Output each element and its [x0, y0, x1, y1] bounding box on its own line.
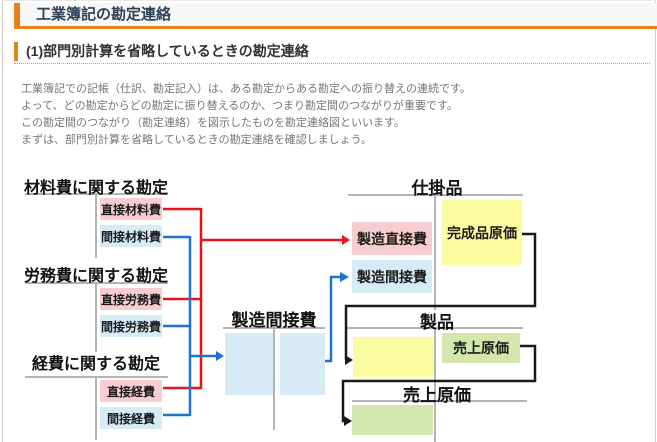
- section-heading: (1)部門別計算を省略しているときの勘定連絡: [14, 42, 309, 61]
- overhead-account-title: 製造間接費: [231, 311, 317, 330]
- direct-labor-box: 直接労務費: [100, 288, 162, 310]
- page-title: 工業簿記の勘定連絡: [14, 3, 657, 29]
- product-debit-box: [353, 337, 433, 377]
- materials-account-title: 材料費に関する勘定: [23, 180, 168, 197]
- overhead-debit-box: [225, 333, 273, 395]
- paragraph-line: この勘定間のつながり（勘定連絡）を図示したものを勘定連絡図といいます。: [21, 117, 405, 129]
- indirect-expense-box: 間接経費: [100, 407, 162, 429]
- expense-account-title: 経費に関する勘定: [31, 356, 160, 373]
- wip-indirect-cost-box: 製造間接費: [352, 260, 432, 293]
- product-cogs-box: 売上原価: [442, 333, 520, 363]
- indirect-labor-box: 間接労務費: [100, 315, 162, 337]
- direct-materials-box: 直接材料費: [100, 198, 162, 220]
- paragraph-line: 工業簿記での記帳（仕訳、勘定記入）は、ある勘定からある勘定への振り替えの連続です…: [21, 83, 471, 95]
- section-divider: [14, 63, 650, 64]
- product-account-title: 製品: [420, 313, 454, 332]
- paragraph-line: まずは、部門別計算を省略しているときの勘定連絡を確認しましょう。: [21, 134, 373, 146]
- cogs-debit-box: [352, 405, 433, 435]
- direct-expense-box: 直接経費: [100, 380, 162, 402]
- cogs-account-title: 売上原価: [403, 386, 471, 405]
- overhead-credit-box: [280, 333, 325, 395]
- wip-direct-cost-box: 製造直接費: [352, 222, 432, 255]
- paragraph-line: よって、どの勘定からどの勘定に振り替えるのか、つまり勘定間のつながりが重要です。: [21, 100, 458, 112]
- finished-goods-cost-box: 完成品原価: [442, 200, 522, 265]
- wip-account-title: 仕掛品: [411, 179, 463, 198]
- indirect-materials-box: 間接材料費: [100, 225, 162, 247]
- labor-account-title: 労務費に関する勘定: [23, 268, 168, 285]
- intro-paragraphs: 工業簿記での記帳（仕訳、勘定記入）は、ある勘定からある勘定への振り替えの連続です…: [21, 81, 471, 149]
